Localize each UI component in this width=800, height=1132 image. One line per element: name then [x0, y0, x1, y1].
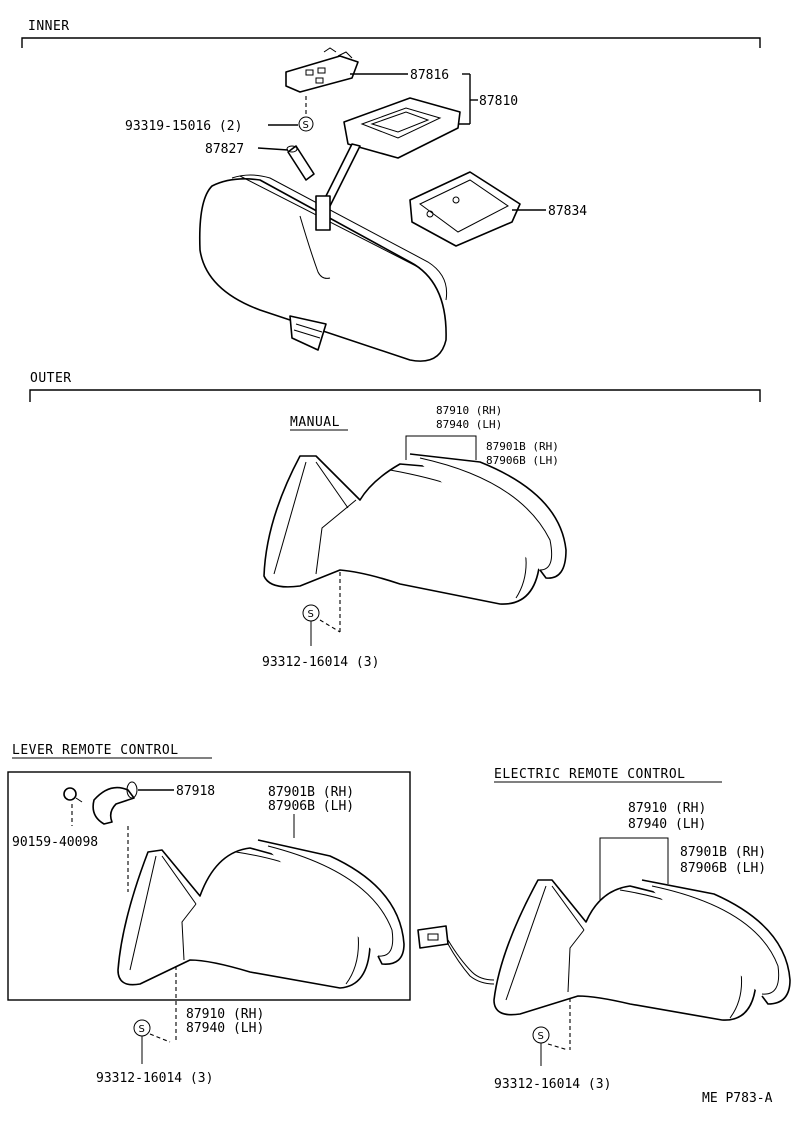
outer-section: OUTER MANUAL 87910 (RH) 87940 (LH) 87901… — [29, 371, 761, 670]
label-electric-93312: 93312-16014 (3) — [494, 1077, 611, 1092]
label-87810: 87810 — [479, 94, 518, 109]
label-90159-40098: 90159-40098 — [12, 835, 98, 850]
part-lever-mirror — [117, 839, 405, 989]
outer-bracket — [29, 389, 761, 402]
label-manual-87940: 87940 (LH) — [436, 418, 502, 431]
section-title-electric: ELECTRIC REMOTE CONTROL — [494, 767, 686, 782]
inner-section: INNER 87816 87810 S 93319-15016 (2) — [21, 19, 761, 362]
svg-text:S: S — [308, 609, 314, 620]
part-87827-pin — [286, 145, 315, 181]
section-title-lever: LEVER REMOTE CONTROL — [12, 743, 179, 758]
label-87834: 87834 — [548, 204, 587, 219]
label-lever-87940: 87940 (LH) — [186, 1021, 264, 1036]
diagram-code: ME P783-A — [702, 1091, 773, 1106]
label-electric-87906b: 87906B (LH) — [680, 861, 766, 876]
symbol-s-inner: S — [298, 116, 314, 132]
part-87834-cover — [409, 171, 521, 247]
part-87810-base — [321, 97, 461, 207]
lever-section: LEVER REMOTE CONTROL 90159-40098 87918 8… — [7, 743, 411, 1086]
label-electric-87901b: 87901B (RH) — [680, 845, 766, 860]
svg-text:S: S — [538, 1031, 544, 1042]
label-lever-93312: 93312-16014 (3) — [96, 1071, 213, 1086]
section-title-outer: OUTER — [30, 371, 72, 386]
label-lever-87901b: 87901B (RH) — [268, 785, 354, 800]
label-electric-87940: 87940 (LH) — [628, 817, 706, 832]
symbol-s-electric: S — [532, 1026, 550, 1044]
part-87918-lever — [92, 781, 138, 825]
part-90159-screw — [63, 787, 83, 803]
part-87816-clip — [285, 47, 359, 93]
part-electric-mirror — [493, 879, 791, 1021]
label-93319-15016: 93319-15016 (2) — [125, 119, 242, 134]
label-87827: 87827 — [205, 142, 244, 157]
label-electric-87910: 87910 (RH) — [628, 801, 706, 816]
label-manual-87901b: 87901B (RH) — [486, 440, 559, 453]
svg-text:S: S — [139, 1024, 145, 1035]
lever-box — [7, 771, 411, 1001]
symbol-s-manual: S — [302, 604, 320, 622]
section-title-inner: INNER — [28, 19, 70, 34]
label-87816: 87816 — [410, 68, 449, 83]
label-lever-87906b: 87906B (LH) — [268, 799, 354, 814]
part-manual-mirror — [263, 453, 567, 605]
label-lever-87910: 87910 (RH) — [186, 1007, 264, 1022]
label-manual-87910: 87910 (RH) — [436, 404, 502, 417]
part-inner-mirror — [198, 174, 448, 362]
section-title-manual: MANUAL — [290, 415, 340, 430]
inner-bracket — [21, 37, 761, 48]
label-manual-87906b: 87906B (LH) — [486, 454, 559, 467]
symbol-s-lever: S — [133, 1019, 151, 1037]
svg-text:S: S — [303, 120, 309, 131]
part-electric-connector — [417, 925, 495, 985]
label-manual-93312: 93312-16014 (3) — [262, 655, 379, 670]
electric-section: ELECTRIC REMOTE CONTROL 87910 (RH) 87940… — [417, 767, 791, 1092]
label-87918: 87918 — [176, 784, 215, 799]
